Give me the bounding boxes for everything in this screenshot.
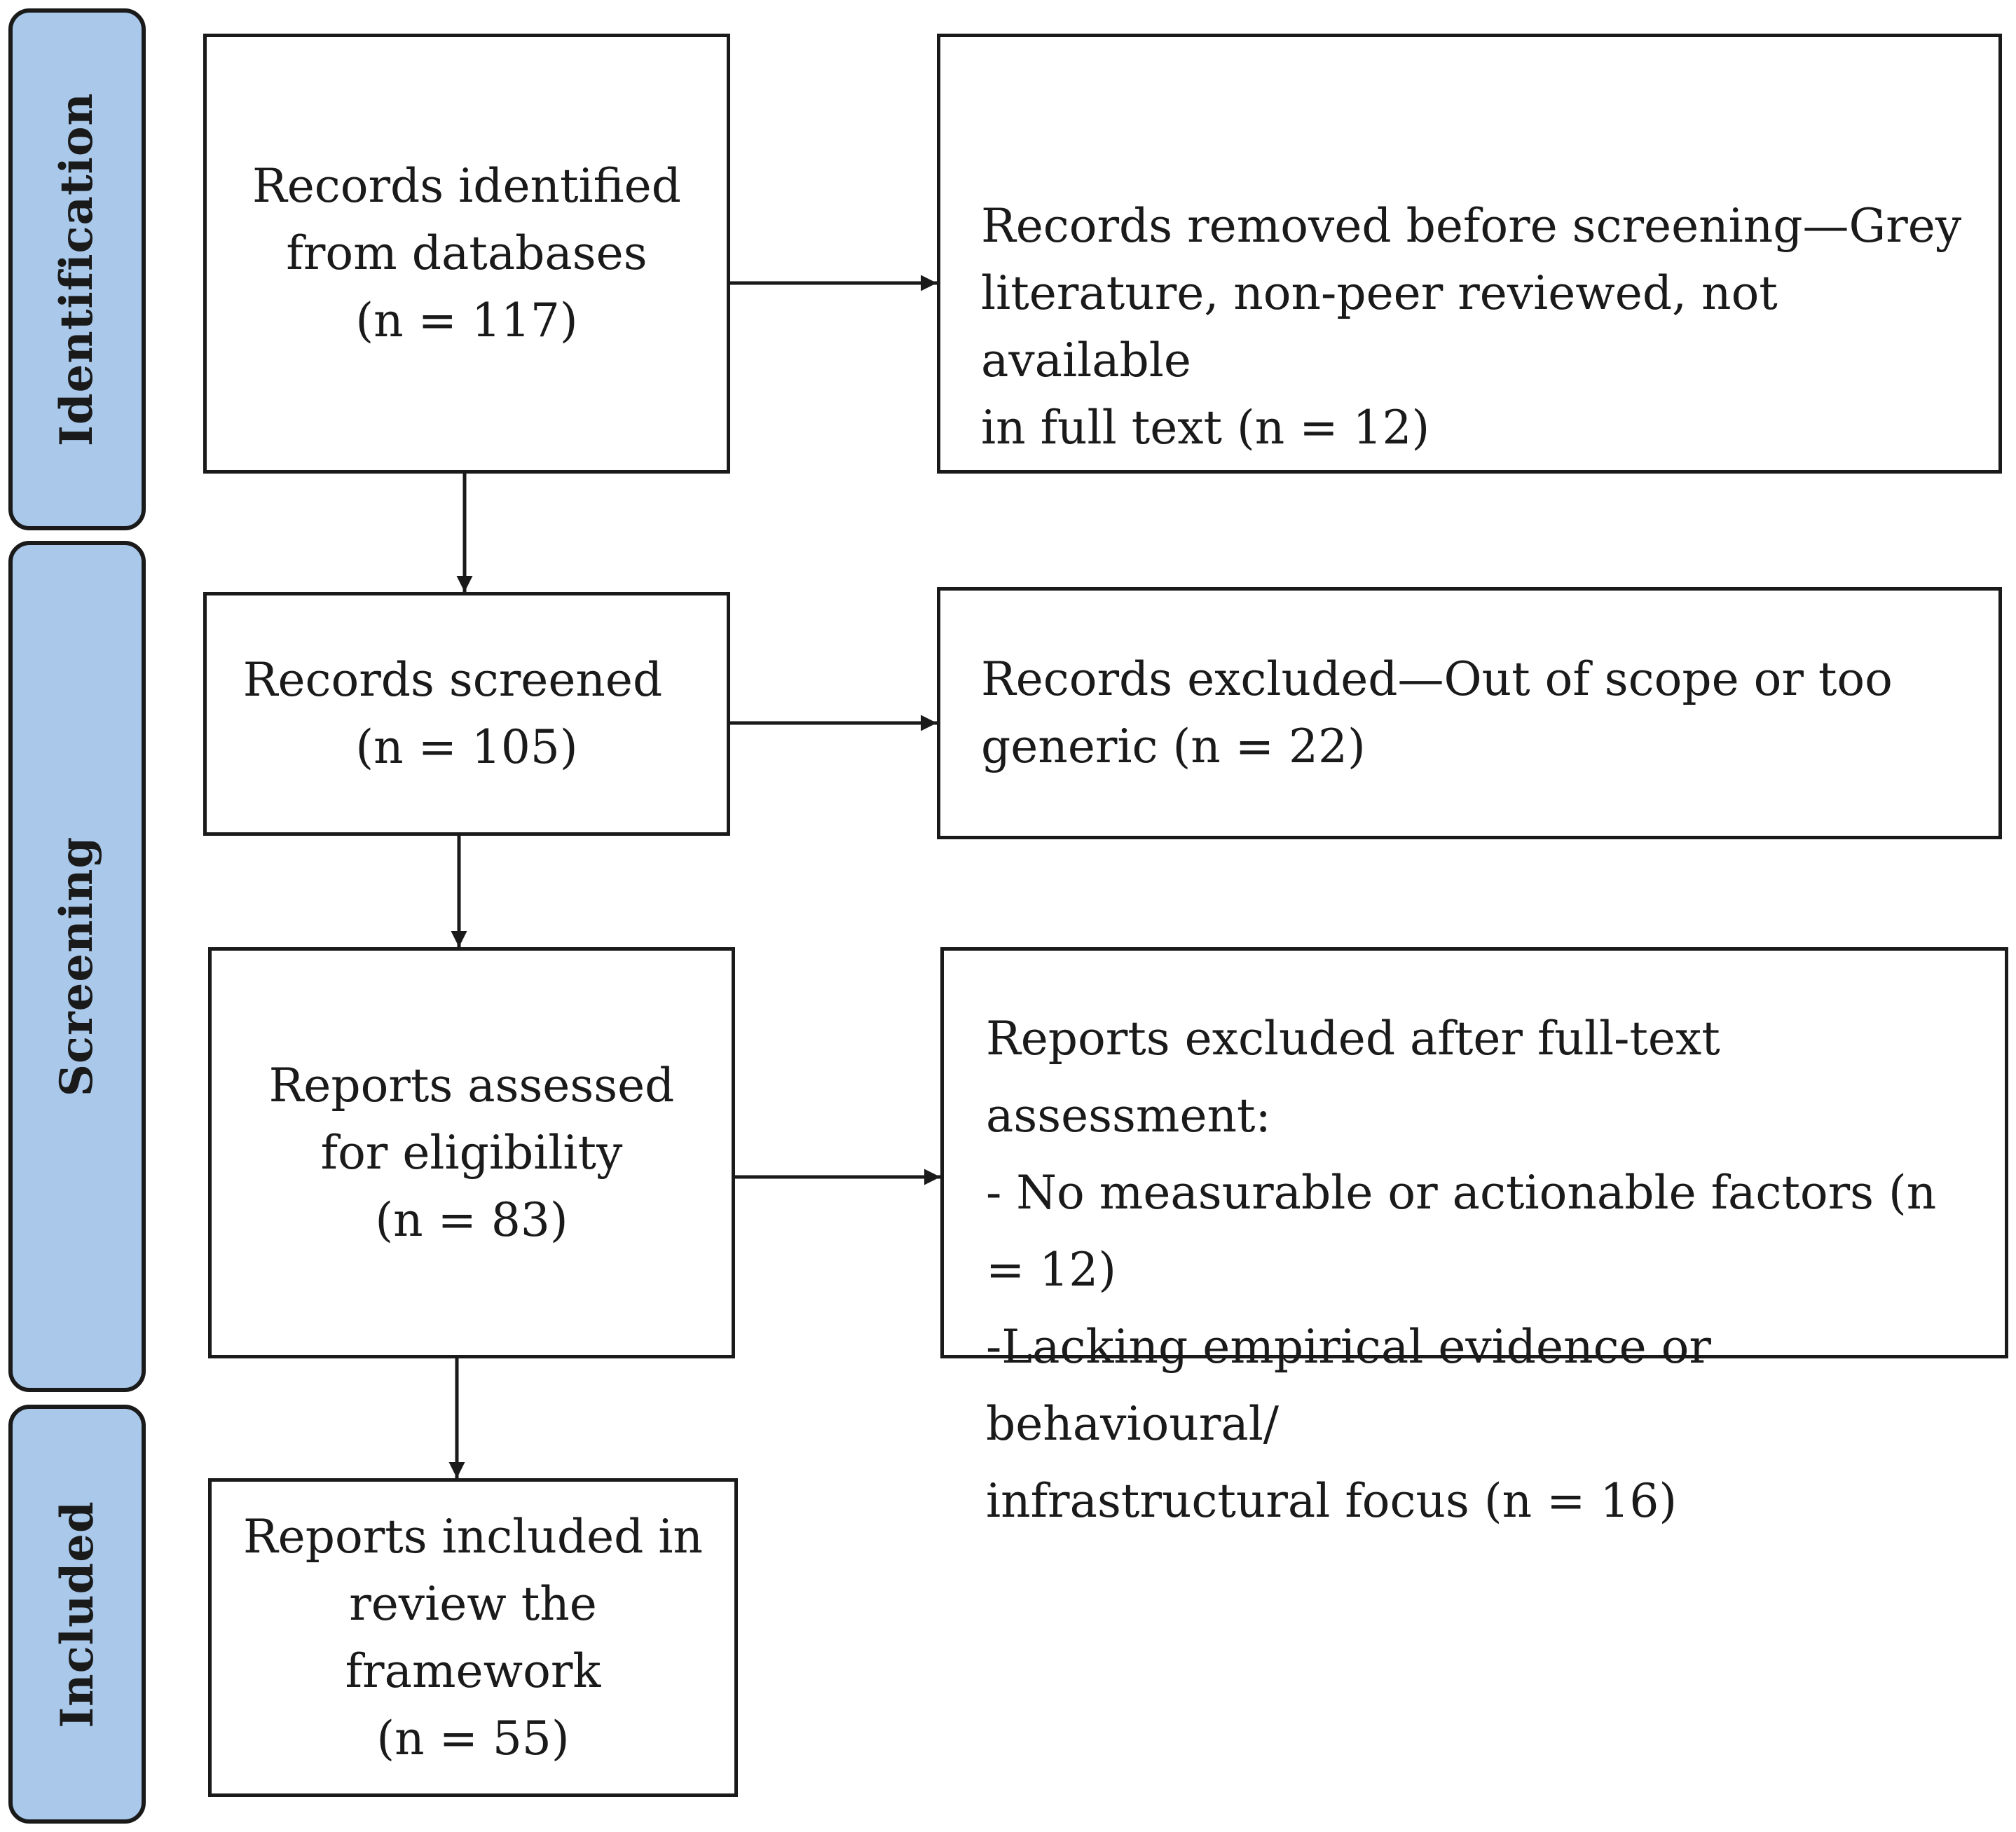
box-text-line: -Lacking empirical evidence or behaviour… <box>986 1320 1711 1451</box>
box-text-line: Reports included in <box>242 1509 703 1564</box>
box-text-line: review the <box>349 1576 597 1631</box>
box-text-line: for eligibility <box>320 1125 623 1180</box>
box-text-line: (n = 83) <box>375 1192 568 1247</box>
box-records-identified: Records identified from databases (n = 1… <box>203 34 730 474</box>
box-text-line: Records identified <box>252 159 681 213</box>
box-text-line: from databases <box>286 226 647 280</box>
box-text-line: Records excluded—Out of scope or too <box>981 652 1893 706</box>
box-text-line: (n = 55) <box>376 1711 570 1765</box>
box-text-line: framework <box>345 1644 601 1698</box>
box-reports-excluded-fulltext: Reports excluded after full-text assessm… <box>940 947 2008 1528</box>
box-records-screened: Records screened (n = 105) <box>203 592 730 836</box>
box-text-line: Reports assessed <box>268 1058 675 1113</box>
box-text-line: Reports excluded after full-text assessm… <box>986 1012 1720 1143</box>
box-text-line: generic (n = 22) <box>981 719 1366 773</box>
box-text-line: Records screened <box>242 653 663 707</box>
phase-included: Included <box>8 1405 146 1824</box>
box-reports-assessed: Reports assessed for eligibility (n = 83… <box>208 947 735 1358</box>
box-text-line: in full text (n = 12) <box>981 401 1430 455</box>
box-text-line: literature, non-peer reviewed, not avail… <box>981 266 1778 387</box>
box-reports-included: Reports included in review the framework… <box>208 1478 738 1797</box>
phase-identification: Identification <box>8 8 146 530</box>
box-records-removed: Records removed before screening—Grey li… <box>937 34 2002 474</box>
box-text-line: - No measurable or actionable factors (n… <box>986 1166 1937 1297</box>
box-text-line: (n = 105) <box>355 720 578 774</box>
box-text-line: Records removed before screening—Grey <box>981 199 1962 253</box>
box-records-excluded: Records excluded—Out of scope or too gen… <box>937 587 2002 839</box>
phase-screening: Screening <box>8 541 146 1392</box>
box-text-line: (n = 117) <box>355 294 578 347</box>
box-text-line: infrastructural focus (n = 16) <box>986 1474 1678 1528</box>
